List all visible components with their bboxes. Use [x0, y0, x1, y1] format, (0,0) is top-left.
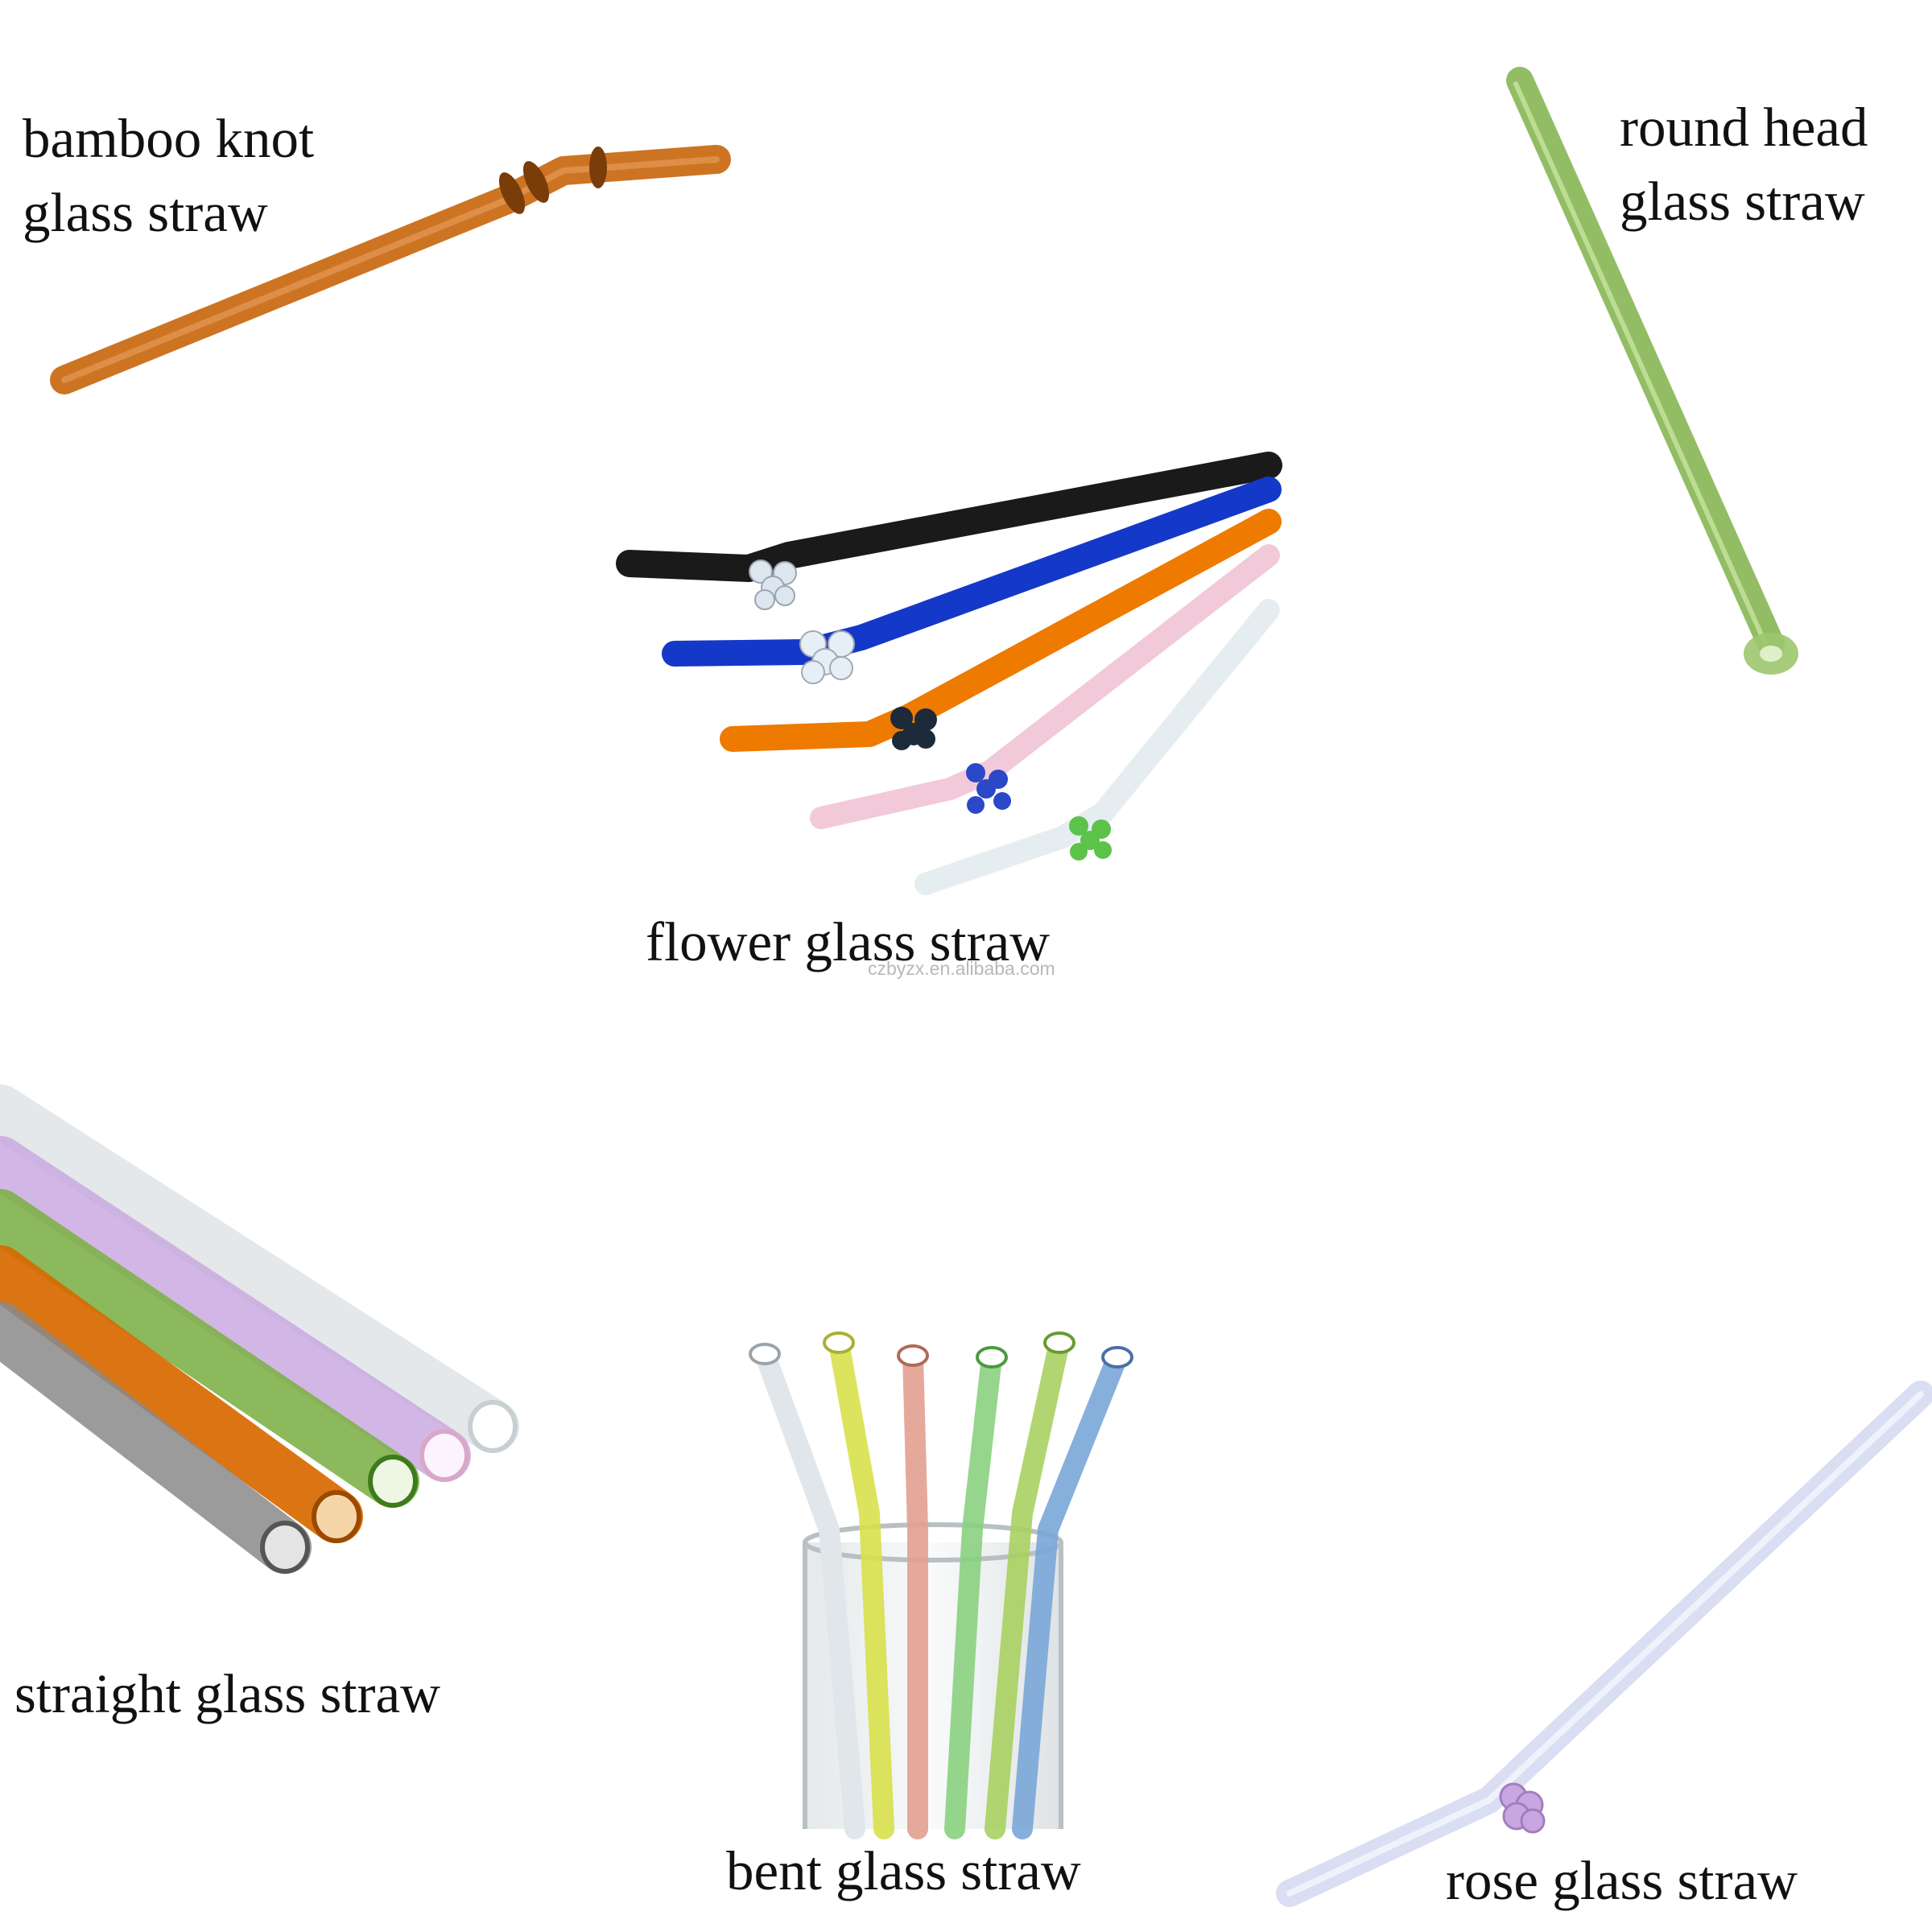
bent-straws-image: [749, 1331, 1133, 1839]
bamboo-knot-straw-image: [50, 145, 731, 394]
bent-label: bent glass straw: [726, 1840, 1081, 1901]
flower-label: flower glass straw: [646, 911, 1051, 972]
round-head-label-line2: glass straw: [1620, 171, 1865, 232]
round-head-label-line1: round head: [1620, 97, 1868, 158]
rose-straw-image: [1276, 1381, 1932, 1907]
flower-decoration-green: [1069, 816, 1112, 861]
bamboo-knot-label-line1: bamboo knot: [23, 108, 315, 169]
bamboo-knot-label: bamboo knot glass straw: [23, 101, 314, 250]
bamboo-knot-label-line2: glass straw: [23, 182, 268, 243]
flower-decoration-black: [890, 707, 937, 750]
rose-decoration: [1499, 1782, 1546, 1834]
straight-straws-image: [0, 1084, 519, 1574]
watermark: czbyzx.en.alibaba.com: [868, 958, 1055, 979]
rose-label: rose glass straw: [1446, 1850, 1798, 1911]
flower-straws-image: [616, 452, 1282, 895]
flower-decoration-clear: [799, 630, 855, 684]
flower-decoration-white: [749, 559, 797, 610]
round-head-straw-image: [1506, 67, 1798, 675]
flower-decoration-blue: [966, 763, 1011, 814]
straight-label: straight glass straw: [14, 1663, 440, 1724]
round-head-label: round head glass straw: [1620, 90, 1868, 238]
